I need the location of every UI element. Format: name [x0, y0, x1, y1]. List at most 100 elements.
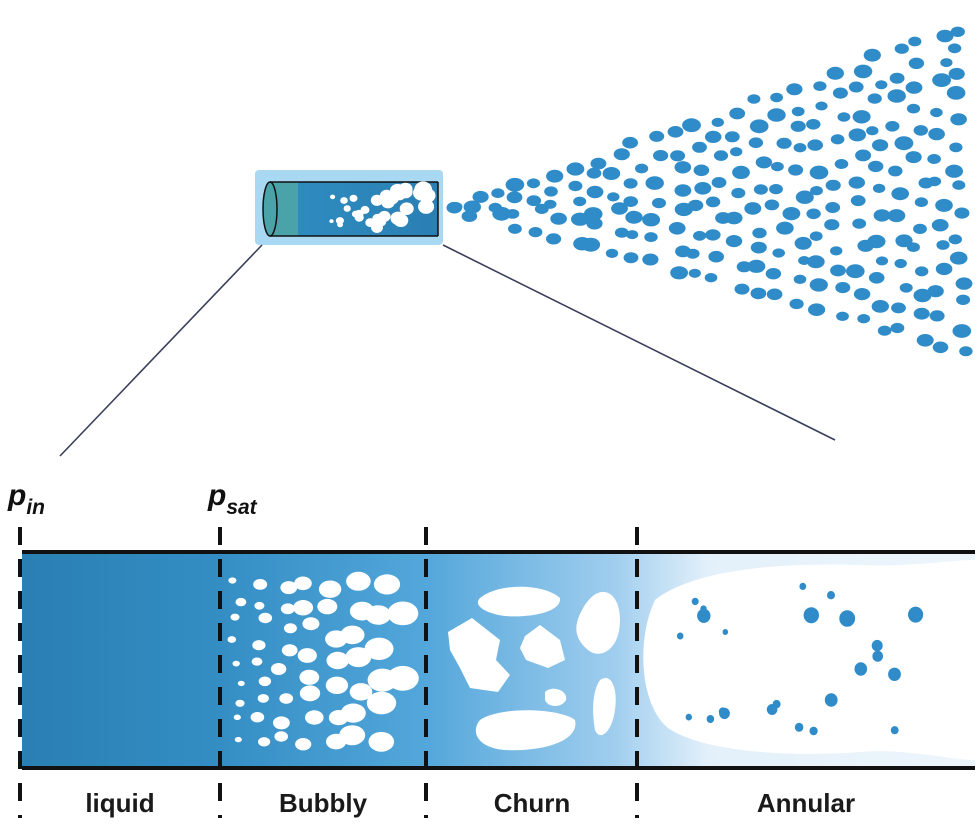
spray-droplet [713, 150, 729, 161]
entrained-droplet [872, 650, 883, 662]
spray-droplet [955, 277, 973, 290]
spray-droplet [776, 221, 794, 235]
nozzle-bubble [329, 219, 334, 224]
spray-droplet [711, 177, 727, 188]
bubble [340, 703, 366, 723]
spray-droplet [708, 250, 724, 263]
spray-droplet [644, 232, 658, 243]
spray-droplet [932, 73, 951, 87]
spray-droplet [626, 230, 639, 240]
spray-droplet [674, 184, 692, 197]
spray-droplet [546, 233, 562, 245]
spray-droplet [744, 202, 762, 215]
bubble [373, 574, 401, 595]
spray-droplet [830, 246, 843, 256]
spray-droplet [642, 253, 659, 266]
spray-droplet [894, 258, 907, 269]
bubble [294, 576, 312, 591]
spray-droplet [767, 108, 786, 122]
spray-droplet [649, 130, 665, 142]
bubble [274, 731, 289, 742]
spray-droplet [830, 134, 845, 145]
entrained-droplet [706, 715, 715, 723]
spray-droplet [622, 136, 638, 149]
spray-droplet [526, 195, 542, 207]
spray-droplet [945, 164, 963, 178]
nozzle-bubble [335, 217, 344, 225]
spray-droplet [794, 236, 812, 250]
spray-droplet [614, 227, 629, 238]
entrained-droplet [719, 707, 730, 720]
spray-droplet [855, 149, 872, 162]
bubble [250, 712, 265, 723]
spray-droplet [771, 161, 784, 172]
spray-droplet [750, 241, 767, 254]
spray-droplet [837, 112, 851, 122]
entrained-droplet [803, 607, 819, 624]
entrained-droplet [691, 597, 699, 606]
spray-droplet [623, 196, 638, 208]
spray-droplet [692, 141, 707, 153]
spray-droplet [891, 187, 909, 201]
spray-droplet [853, 288, 871, 301]
spray-droplet [788, 164, 804, 176]
spray-droplet [782, 207, 801, 221]
spray-droplet [506, 191, 523, 204]
spray-droplet [736, 261, 752, 273]
spray-droplet [734, 283, 750, 295]
spray-droplet [652, 197, 666, 209]
spray-droplet [544, 199, 557, 209]
bubble [283, 623, 297, 634]
nozzle-icon [255, 170, 443, 245]
spray-droplet [693, 164, 710, 177]
nozzle-bubble [390, 211, 406, 225]
spray-droplet [546, 169, 564, 183]
spray-droplet [753, 184, 768, 195]
spray-droplet [928, 176, 942, 187]
spray-droplet [913, 125, 928, 136]
spray-droplet [863, 48, 881, 62]
spray-droplet [526, 178, 541, 189]
spray-droplet [952, 180, 966, 190]
spray-droplet [688, 268, 701, 278]
spray-droplet [906, 242, 920, 252]
spray-droplet [670, 150, 686, 162]
region-label-annular: Annular [757, 788, 855, 818]
spray-droplet [824, 219, 840, 231]
spray-droplet [491, 188, 505, 199]
spray-droplet [935, 198, 953, 212]
entrained-droplet [676, 632, 684, 640]
nozzle-bubble [337, 222, 343, 228]
spray-droplet [931, 219, 949, 232]
spray-droplet [705, 229, 721, 241]
nozzle-bubble [372, 213, 383, 224]
nozzle-bubble [418, 199, 435, 214]
spray-droplet [871, 300, 889, 313]
spray-droplet [959, 346, 973, 357]
entrained-droplet [824, 693, 838, 707]
bubble [258, 737, 271, 747]
bubble [279, 693, 294, 704]
spray-droplet [724, 131, 740, 143]
spray-droplet [602, 167, 621, 180]
zoom-line-right [442, 244, 836, 441]
bubble [295, 738, 312, 751]
spray-droplet [711, 117, 724, 127]
bubble [299, 669, 320, 685]
spray-droplet [857, 314, 871, 324]
spray-droplet [899, 283, 913, 293]
spray-droplet [694, 182, 712, 195]
spray-droplet [930, 107, 943, 118]
spray-droplet [936, 29, 954, 43]
bubble [365, 605, 391, 625]
spray-droplet [623, 252, 639, 264]
bubble [237, 680, 245, 687]
bubble [325, 676, 349, 694]
spray-droplet [789, 298, 804, 310]
spray-droplet [492, 206, 511, 221]
bubble [230, 613, 240, 621]
spray-droplet [891, 302, 906, 314]
bubble [227, 636, 237, 643]
bubble [258, 676, 272, 687]
